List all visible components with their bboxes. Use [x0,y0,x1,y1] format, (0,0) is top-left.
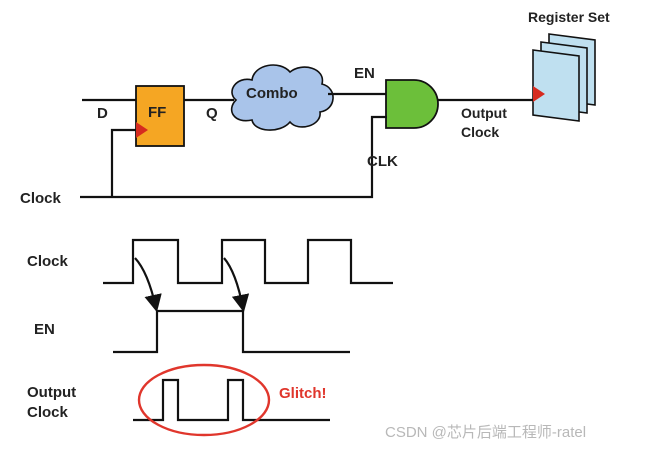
output-clock-waveform [133,378,330,422]
clk-label: CLK [367,153,398,170]
glitch-ellipse [137,363,271,437]
ff-label: FF [148,104,166,121]
clock-net [80,115,387,199]
watermark: CSDN @芯片后端工程师-ratel [385,424,586,441]
register-clock-marker [533,86,545,102]
ff-clock-marker [136,122,148,138]
wave-clock-label: Clock [27,253,69,270]
register-set-label: Register Set [528,9,610,25]
output-clock-label-2: Clock [461,124,499,140]
clock-label: Clock [20,190,62,207]
combo-cloud [230,64,334,131]
combo-label: Combo [246,85,298,102]
d-label: D [97,105,108,122]
flip-flop [135,85,185,147]
register-set [532,33,596,122]
and-gate [385,79,439,129]
en-waveform [113,309,350,354]
glitch-label: Glitch! [279,385,327,402]
wave-en-label: EN [34,321,55,338]
arrow-rise-2 [223,257,250,313]
output-clock-label-1: Output [461,105,507,121]
en-label: EN [354,65,375,82]
wave-output-label-2: Clock [27,404,69,421]
clock-waveform [103,238,393,285]
ff-clock-wire [110,128,136,197]
arrow-rise-1 [134,257,162,313]
wave-output-label-1: Output [27,384,76,401]
q-label: Q [206,105,218,122]
